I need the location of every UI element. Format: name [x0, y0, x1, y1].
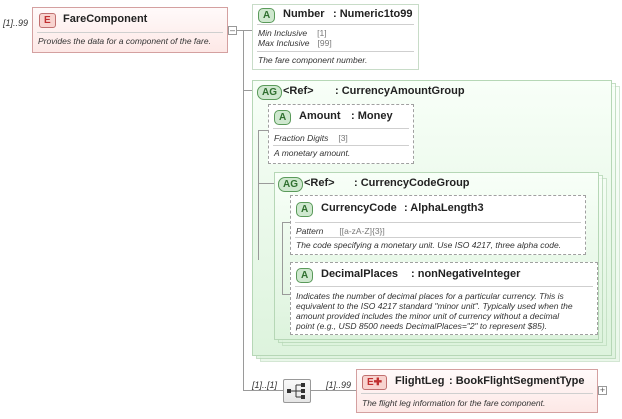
attribute-badge: A: [296, 202, 314, 217]
connector: [282, 222, 283, 294]
amount-attribute-type: : Money: [351, 110, 393, 122]
ref-label: <Ref>: [283, 85, 314, 97]
facet-min-inclusive: Min Inclusive [1]: [258, 28, 327, 38]
sequence-multiplicity: [1]..[1]: [252, 380, 278, 390]
divider: [273, 145, 409, 146]
flight-leg-type: : BookFlightSegmentType: [449, 375, 585, 387]
connector: [243, 390, 283, 391]
element-badge: E✚: [362, 375, 388, 390]
connector: [311, 390, 356, 391]
flight-leg-doc: The flight leg information for the fare …: [362, 398, 546, 408]
facet-fraction-digits: Fraction Digits [3]: [274, 133, 348, 143]
number-attribute-name: Number: [283, 8, 325, 20]
expand-toggle[interactable]: +: [598, 385, 607, 395]
decimal-places-doc-line: equivalent to the ISO 4217 standard "min…: [296, 301, 573, 311]
element-badge: E: [39, 13, 56, 28]
collapse-toggle[interactable]: –: [228, 25, 237, 35]
ref-label: <Ref>: [304, 177, 335, 189]
attribute-group-badge: AG: [257, 85, 282, 100]
divider: [37, 32, 223, 33]
flight-leg-box[interactable]: E✚ FlightLeg : BookFlightSegmentType The…: [356, 369, 598, 413]
currency-code-group-name: : CurrencyCodeGroup: [354, 177, 470, 189]
attribute-badge: A: [258, 8, 276, 23]
connector: [243, 90, 252, 91]
connector: [282, 222, 290, 223]
currency-code-attribute-type: : AlphaLength3: [404, 202, 484, 214]
sequence-compositor[interactable]: [283, 379, 311, 403]
connector: [258, 130, 259, 260]
decimal-places-attribute-type: : nonNegativeInteger: [411, 268, 521, 280]
number-attribute-type: : Numeric1to99: [333, 8, 413, 20]
divider: [361, 393, 593, 394]
divider: [295, 222, 581, 223]
fare-component-multiplicity: [1]..99: [3, 18, 29, 28]
connector: [237, 30, 243, 31]
element-badge-letter: E: [367, 377, 374, 388]
currency-amount-group-name: : CurrencyAmountGroup: [335, 85, 465, 97]
fare-component-doc: Provides the data for a component of the…: [38, 36, 211, 46]
facet-value: [3]: [338, 133, 348, 143]
element-plus-icon: ✚: [373, 377, 383, 388]
sequence-icon: [287, 383, 305, 399]
amount-attribute-name: Amount: [299, 110, 341, 122]
decimal-places-attribute-name: DecimalPlaces: [321, 268, 399, 280]
amount-attribute-doc: A monetary amount.: [274, 148, 351, 158]
decimal-places-attribute-box[interactable]: A DecimalPlaces : nonNegativeInteger Ind…: [290, 262, 598, 335]
connector: [282, 294, 290, 295]
decimal-places-doc-line: amount provided includes the minor unit …: [296, 311, 560, 321]
number-attribute-box[interactable]: A Number : Numeric1to99 Min Inclusive [1]…: [252, 4, 419, 70]
facet-label: Min Inclusive: [258, 28, 308, 38]
connector: [258, 130, 268, 131]
decimal-places-doc-line: Indicates the number of decimal places f…: [296, 291, 564, 301]
facet-max-inclusive: Max Inclusive [99]: [258, 38, 332, 48]
facet-pattern: Pattern [[a-zA-Z]{3}]: [296, 226, 385, 236]
facet-label: Pattern: [296, 226, 324, 236]
divider: [273, 128, 409, 129]
facet-label: Max Inclusive: [258, 38, 310, 48]
connector: [258, 183, 274, 184]
currency-code-attribute-box[interactable]: A CurrencyCode : AlphaLength3 Pattern [[a…: [290, 195, 586, 255]
currency-code-attribute-name: CurrencyCode: [321, 202, 397, 214]
divider: [295, 237, 581, 238]
attribute-group-badge: AG: [278, 177, 303, 192]
connector: [243, 30, 252, 31]
currency-code-attribute-doc: The code specifying a monetary unit. Use…: [296, 240, 562, 250]
facet-value: [[a-zA-Z]{3}]: [339, 226, 385, 236]
facet-value: [1]: [317, 28, 327, 38]
decimal-places-doc-line: point (e.g., USD 8500 needs DecimalPlace…: [296, 321, 548, 331]
attribute-badge: A: [274, 110, 292, 125]
connector: [243, 30, 244, 390]
divider: [295, 286, 593, 287]
fare-component-box[interactable]: E FareComponent Provides the data for a …: [32, 7, 228, 53]
attribute-badge: A: [296, 268, 314, 283]
flight-leg-multiplicity: [1]..99: [326, 380, 352, 390]
fare-component-name: FareComponent: [63, 13, 148, 25]
number-attribute-doc: The fare component number.: [258, 55, 368, 65]
divider: [257, 51, 414, 52]
flight-leg-name: FlightLeg: [395, 375, 445, 387]
amount-attribute-box[interactable]: A Amount : Money Fraction Digits [3] A mo…: [268, 104, 414, 164]
divider: [257, 24, 414, 25]
facet-value: [99]: [317, 38, 332, 48]
facet-label: Fraction Digits: [274, 133, 329, 143]
